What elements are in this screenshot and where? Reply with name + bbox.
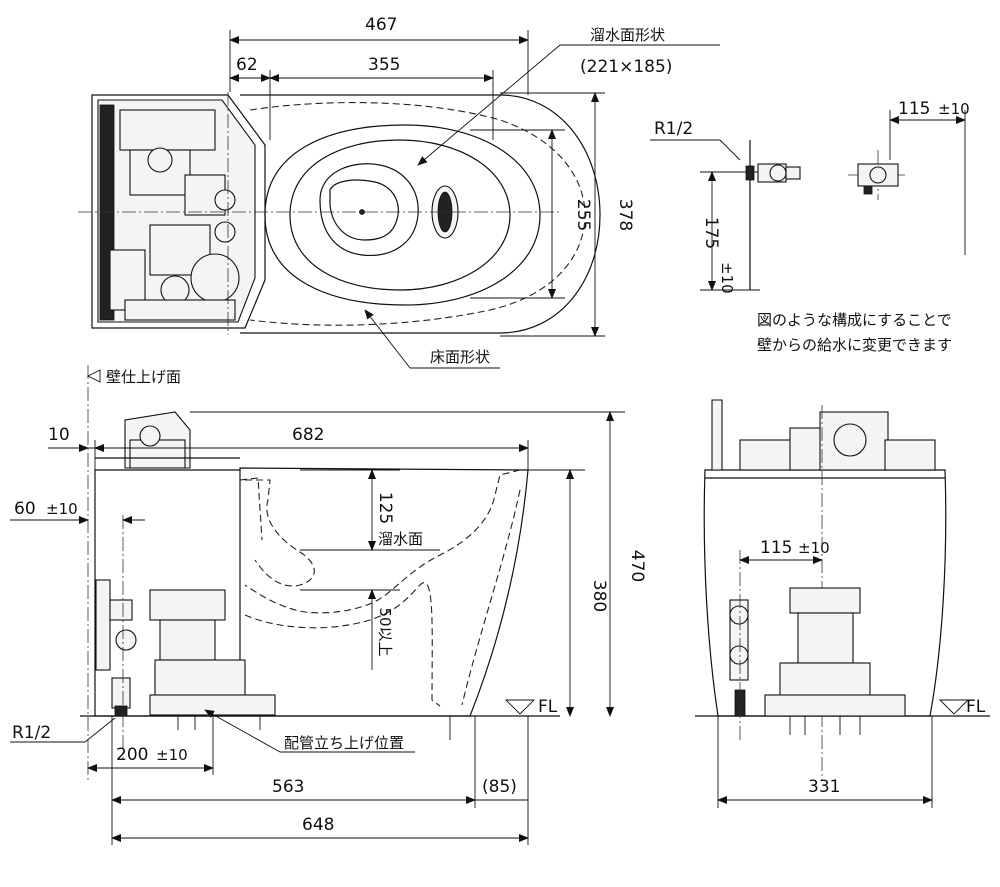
dim-side-563: 563 — [272, 777, 304, 797]
label-pipe-position: 配管立ち上げ位置 — [284, 734, 404, 752]
dim-side-60-tol: ±10 — [46, 500, 78, 518]
dim-wall-175-tol: ±10 — [718, 262, 736, 294]
dim-467: 467 — [365, 15, 397, 35]
dim-side-10: 10 — [48, 425, 70, 445]
side-view: 壁仕上げ面 10 — [10, 365, 647, 845]
dim-378: 378 — [615, 199, 635, 231]
label-fl-left: FL — [538, 697, 558, 717]
dim-62: 62 — [236, 55, 258, 75]
label-fl-right: FL — [966, 697, 986, 717]
top-view: 467 62 355 255 378 溜水面形状 (221×185) 床面形状 — [78, 15, 720, 369]
dim-side-125: 125 — [375, 492, 395, 524]
label-floor-shape: 床面形状 — [430, 348, 490, 366]
top-view-floor-shape — [249, 102, 586, 326]
dim-wall-115-tol: ±10 — [938, 100, 970, 118]
top-view-bowl-outline — [240, 94, 601, 334]
front-view: 115 ±10 FL 331 — [695, 399, 990, 808]
label-thread-bottom: R1/2 — [12, 723, 51, 743]
note-line-1: 図のような構成にすることで — [757, 311, 952, 329]
label-bowl-water-size: (221×185) — [580, 57, 672, 77]
dim-side-648: 648 — [302, 815, 334, 835]
dim-side-380: 380 — [589, 580, 609, 612]
dim-side-200: 200 — [116, 745, 148, 765]
dim-front-115: 115 — [760, 538, 792, 558]
dim-355: 355 — [368, 55, 400, 75]
dim-side-470: 470 — [627, 550, 647, 582]
dim-wall-175: 175 — [701, 217, 721, 249]
dim-side-682: 682 — [292, 425, 324, 445]
label-water-level: 溜水面 — [378, 530, 423, 548]
label-bowl-water-shape: 溜水面形状 — [590, 26, 665, 44]
dim-side-60: 60 — [14, 499, 36, 519]
front-view-body — [703, 469, 947, 717]
label-thread-top: R1/2 — [654, 119, 693, 139]
side-view-body — [94, 467, 529, 717]
label-wall-finish: 壁仕上げ面 — [106, 368, 181, 386]
label-water-depth: 50以上 — [376, 607, 394, 656]
dim-front-331: 331 — [808, 777, 840, 797]
dim-side-200-tol: ±10 — [156, 746, 188, 764]
dim-front-115-tol: ±10 — [798, 539, 830, 557]
dim-wall-115: 115 — [898, 99, 930, 119]
note-line-2: 壁からの給水に変更できます — [757, 336, 952, 354]
dim-side-85: (85) — [482, 777, 517, 797]
dim-255: 255 — [573, 199, 593, 231]
wall-supply-detail: 175 ±10 R1/2 115 ±10 図のような構成にすることで 壁からの給… — [650, 99, 970, 354]
